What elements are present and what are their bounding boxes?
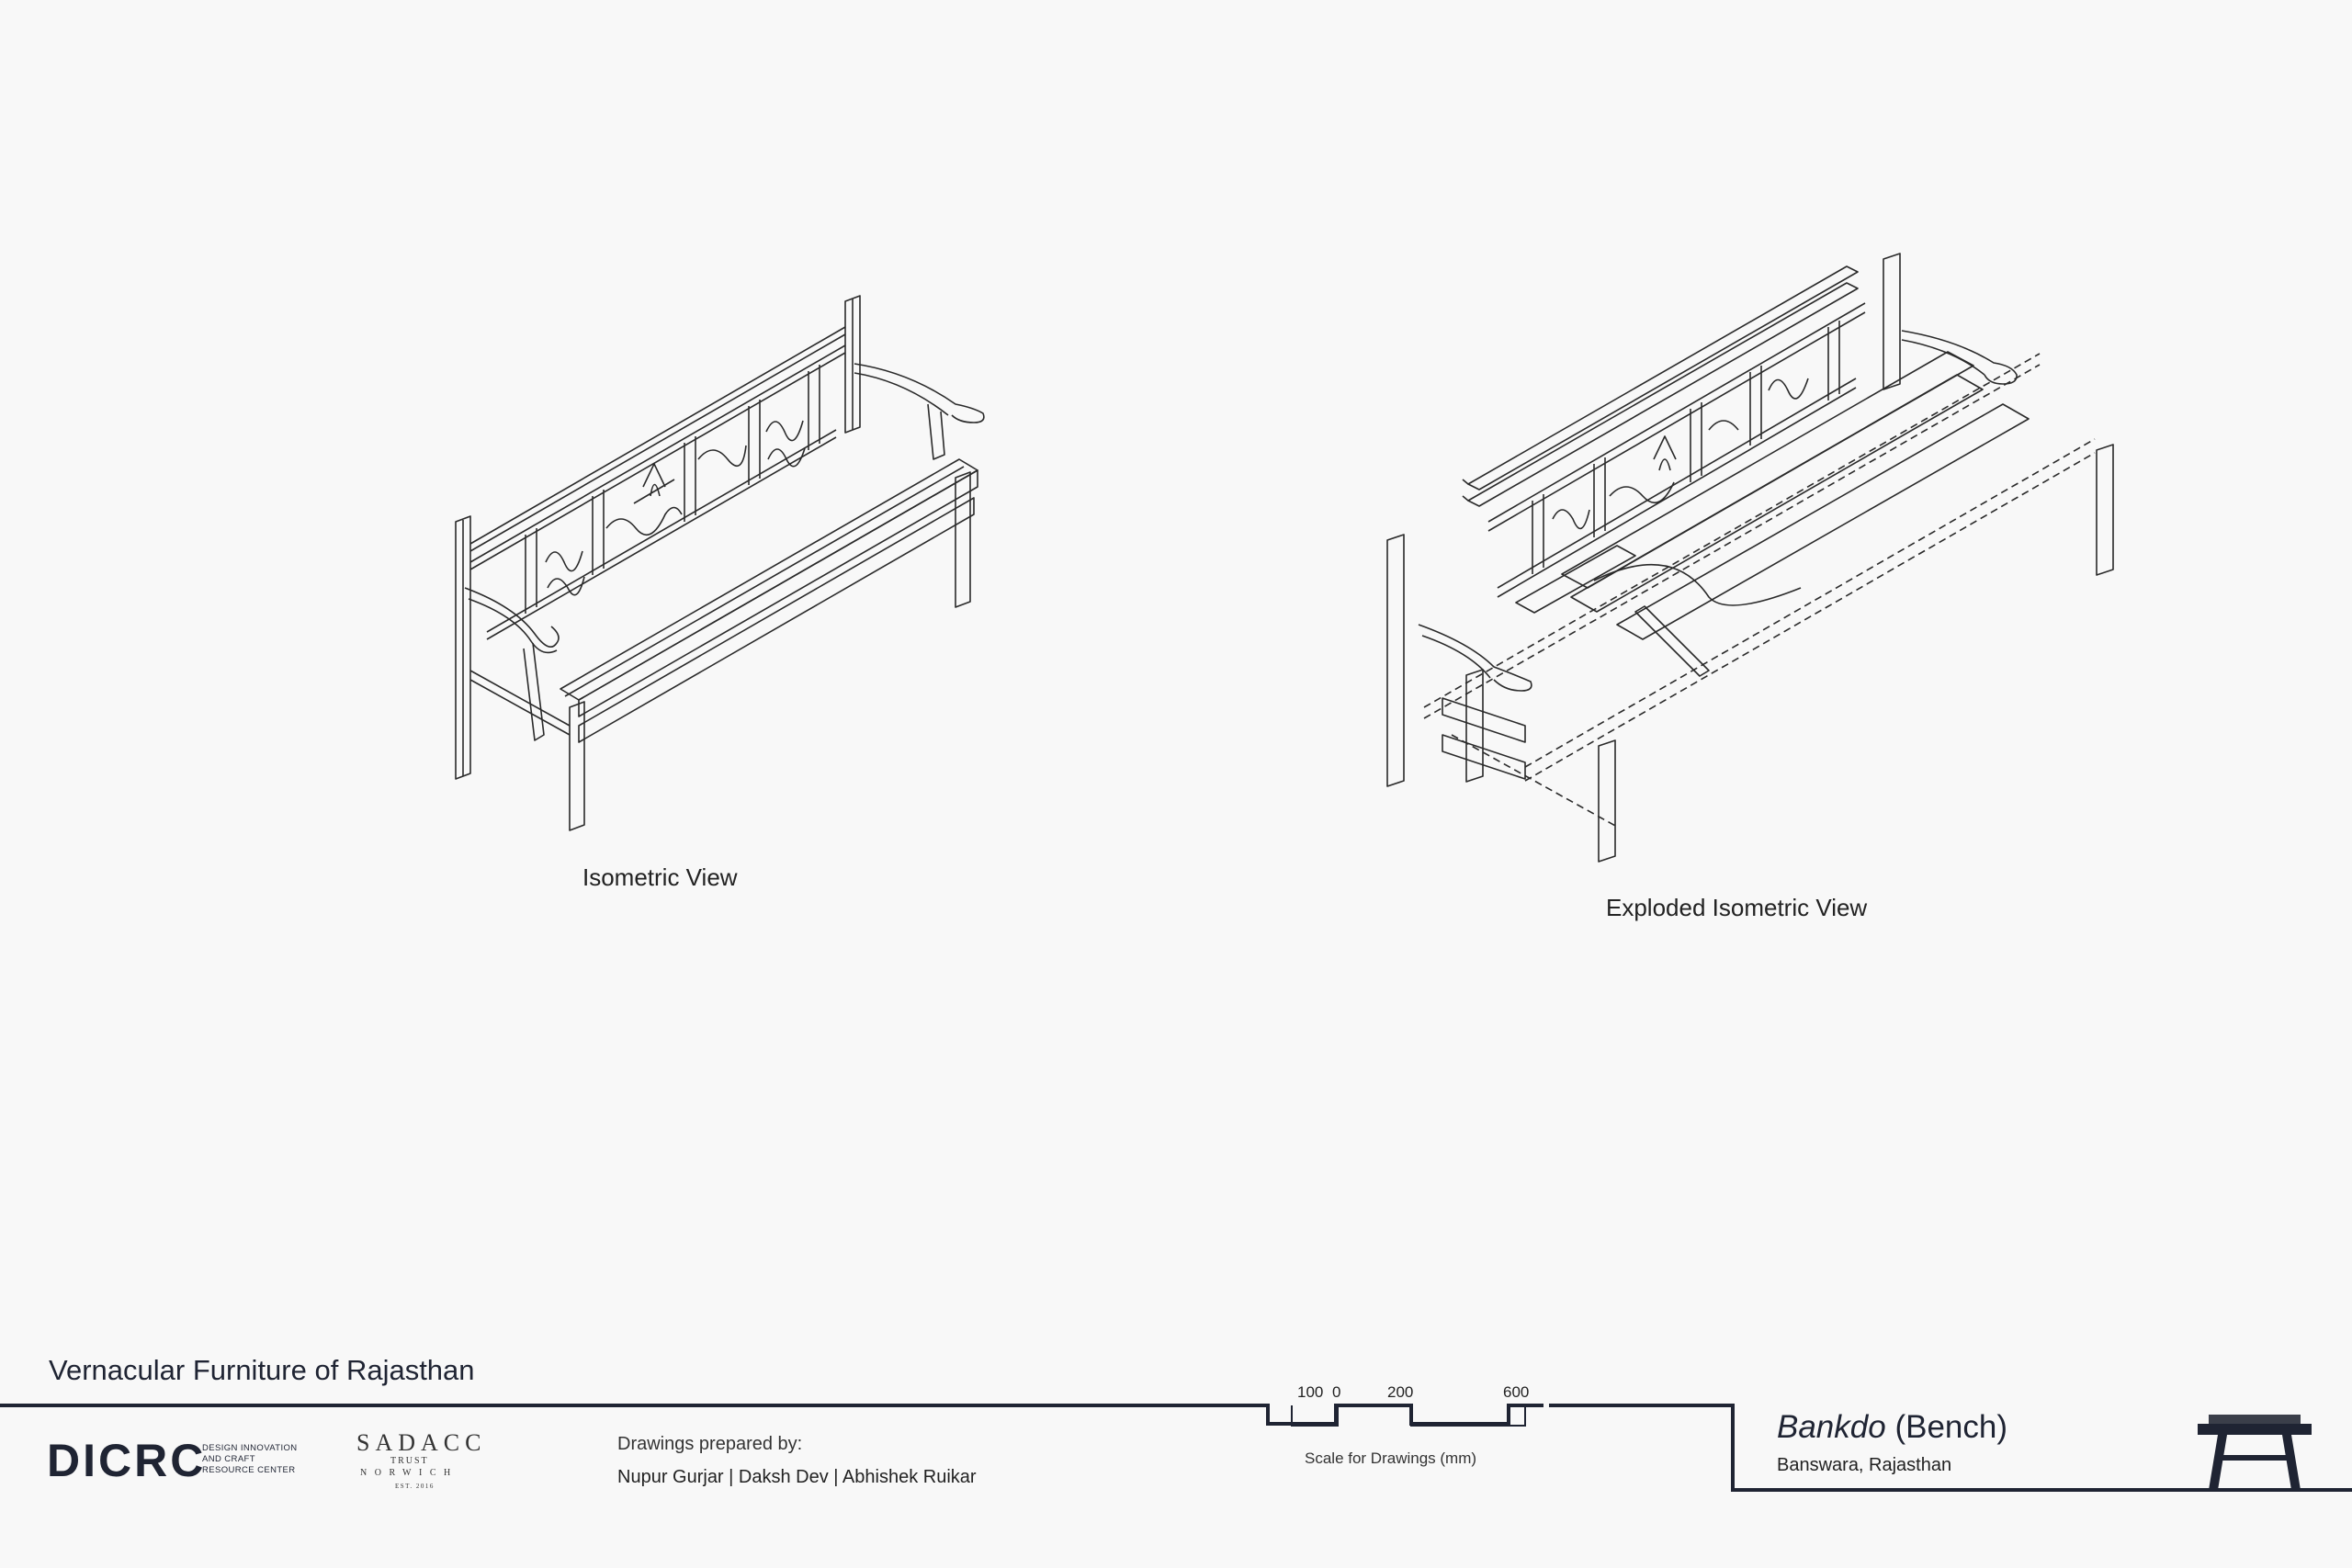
credits-names: Nupur Gurjar | Daksh Dev | Abhishek Ruik… <box>617 1467 977 1487</box>
drawing-title-italic: Bankdo <box>1777 1409 1886 1445</box>
scale-caption: Scale for Drawings (mm) <box>1305 1450 1477 1467</box>
drawing-title: Bankdo (Bench) <box>1777 1409 2007 1446</box>
drawing-title-rest: (Bench) <box>1885 1409 2007 1445</box>
series-title: Vernacular Furniture of Rajasthan <box>49 1354 475 1386</box>
scale-bar <box>1291 1404 1526 1427</box>
scale-tick-100: 100 <box>1297 1383 1324 1401</box>
isometric-bench-drawing <box>455 295 985 831</box>
sadacc-logo-est: EST. 2016 <box>395 1483 435 1490</box>
dicrc-logo-subtitle: DESIGN INNOVATION AND CRAFT RESOURCE CEN… <box>202 1443 298 1475</box>
sadacc-logo: SADACC <box>356 1429 487 1456</box>
drawing-location: Banswara, Rajasthan <box>1777 1455 1952 1475</box>
sadacc-logo-trust: TRUST <box>390 1456 429 1466</box>
exploded-view-caption: Exploded Isometric View <box>1606 894 1868 921</box>
dicrc-logo: DICRC <box>47 1435 207 1486</box>
scale-tick-200: 200 <box>1387 1383 1414 1401</box>
credits-label: Drawings prepared by: <box>617 1434 803 1454</box>
isometric-view-caption: Isometric View <box>582 863 738 891</box>
sadacc-logo-city: NORWICH <box>360 1468 458 1478</box>
exploded-bench-drawing <box>1386 253 2114 863</box>
scale-tick-0: 0 <box>1332 1383 1341 1401</box>
bench-thumbnail-icon <box>2198 1415 2312 1490</box>
scale-tick-600: 600 <box>1503 1383 1530 1401</box>
